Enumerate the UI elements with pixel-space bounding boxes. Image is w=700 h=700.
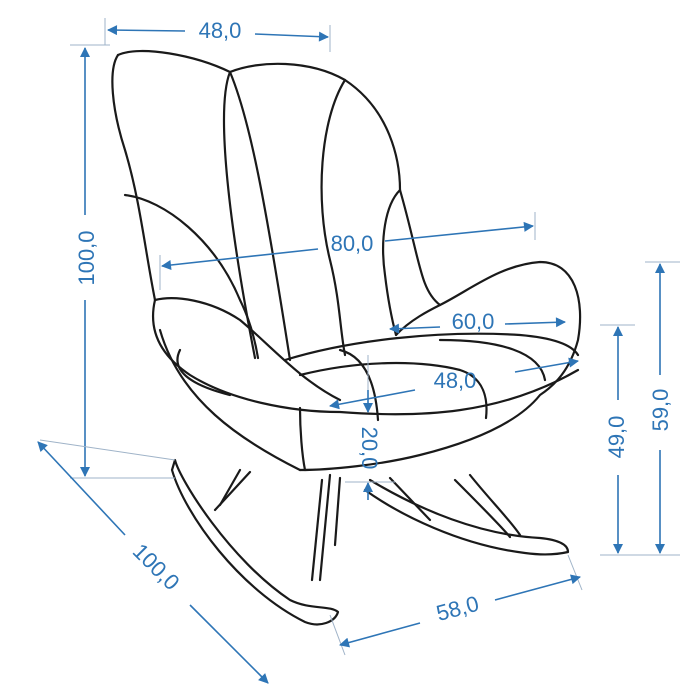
dimension-labels: 48,0 100,0 80,0 60,0 48,0 20,0 49,0 59,0… [74, 18, 673, 626]
label-seat-width: 48,0 [434, 368, 477, 393]
label-total-width: 80,0 [331, 231, 374, 256]
dimension-lines [37, 18, 680, 684]
label-seat-height: 49,0 [604, 416, 629, 459]
label-total-height: 100,0 [74, 230, 99, 285]
label-armrest-width: 60,0 [452, 309, 495, 334]
label-seat-cushion-height: 20,0 [357, 427, 382, 470]
label-base-width: 58,0 [434, 591, 482, 626]
label-top-width: 48,0 [199, 18, 242, 43]
label-depth: 100,0 [128, 539, 185, 596]
chair-outline [111, 49, 582, 626]
label-armrest-height: 59,0 [648, 389, 673, 432]
